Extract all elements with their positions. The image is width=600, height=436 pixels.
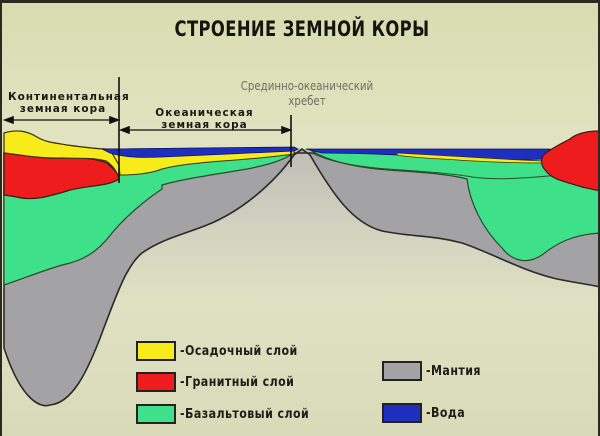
crust-cross-section [2,77,598,407]
legend-item-basalt: -Базальтовый слой [136,404,332,424]
granite-swatch [136,372,176,392]
dimension-markers [2,77,293,183]
continental-crust-label: Континентальная земная кора [8,91,130,115]
legend-item-sedimentary: -Осадочный слой [136,341,318,361]
basalt-left [3,150,295,286]
continental-crust-line1: Континентальная [8,91,130,103]
legend-label: -Гранитный слой [180,374,295,390]
continental-crust-line2: земная кора [19,103,107,115]
mantle-swatch [382,361,422,381]
legend-item-water: -Вода [382,403,472,423]
oceanic-crust-label: Океаническая земная кора [142,107,267,131]
page-title: СТРОЕНИЕ ЗЕМНОЙ КОРЫ [174,17,430,41]
legend-label: -Вода [426,405,466,421]
legend-label: -Осадочный слой [180,343,298,359]
sedimentary-swatch [136,341,176,361]
ridge-line1: Срединно-океанический [240,79,374,93]
legend-item-granite: -Гранитный слой [136,372,315,392]
granite-right [540,130,598,192]
legend-item-mantle: -Мантия [382,361,491,381]
basalt-swatch [136,404,176,424]
water-swatch [382,403,422,423]
ridge-line2: хребет [288,94,326,108]
oceanic-crust-line2: земная кора [161,119,248,131]
basalt-boundary-line [311,152,563,180]
mantle-shape [3,148,598,407]
mid-ocean-ridge-label: Срединно-океанический хребет [222,79,392,109]
water-left [101,146,299,158]
legend-label: -Базальтовый слой [180,406,310,422]
legend-label: -Мантия [426,363,481,379]
oceanic-crust-line1: Океаническая [155,107,254,119]
basalt-right [309,150,598,262]
sediment-right [396,152,543,164]
